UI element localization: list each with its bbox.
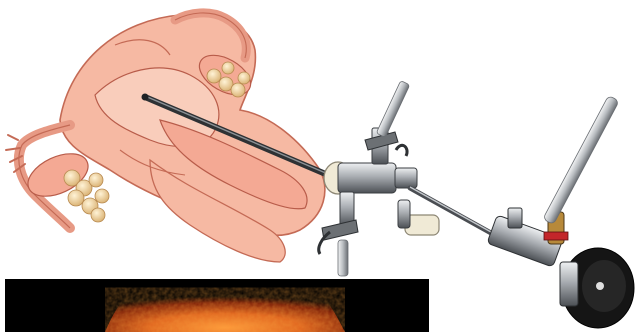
scope-tip <box>142 94 149 101</box>
light-guide-cable <box>543 95 619 224</box>
outflow-tube <box>338 240 348 276</box>
hysteroscope-sheath <box>324 162 417 194</box>
inflow-tube <box>376 81 410 138</box>
eyepiece-body <box>487 95 619 267</box>
eyepiece-cup <box>560 248 634 328</box>
inflow-valve <box>365 81 410 164</box>
uterus-illustration <box>6 13 325 262</box>
outflow-valve <box>319 192 358 276</box>
follicle-cluster-left <box>64 170 109 222</box>
working-channel-port <box>398 200 439 235</box>
endoscopic-view-inset <box>5 279 429 332</box>
